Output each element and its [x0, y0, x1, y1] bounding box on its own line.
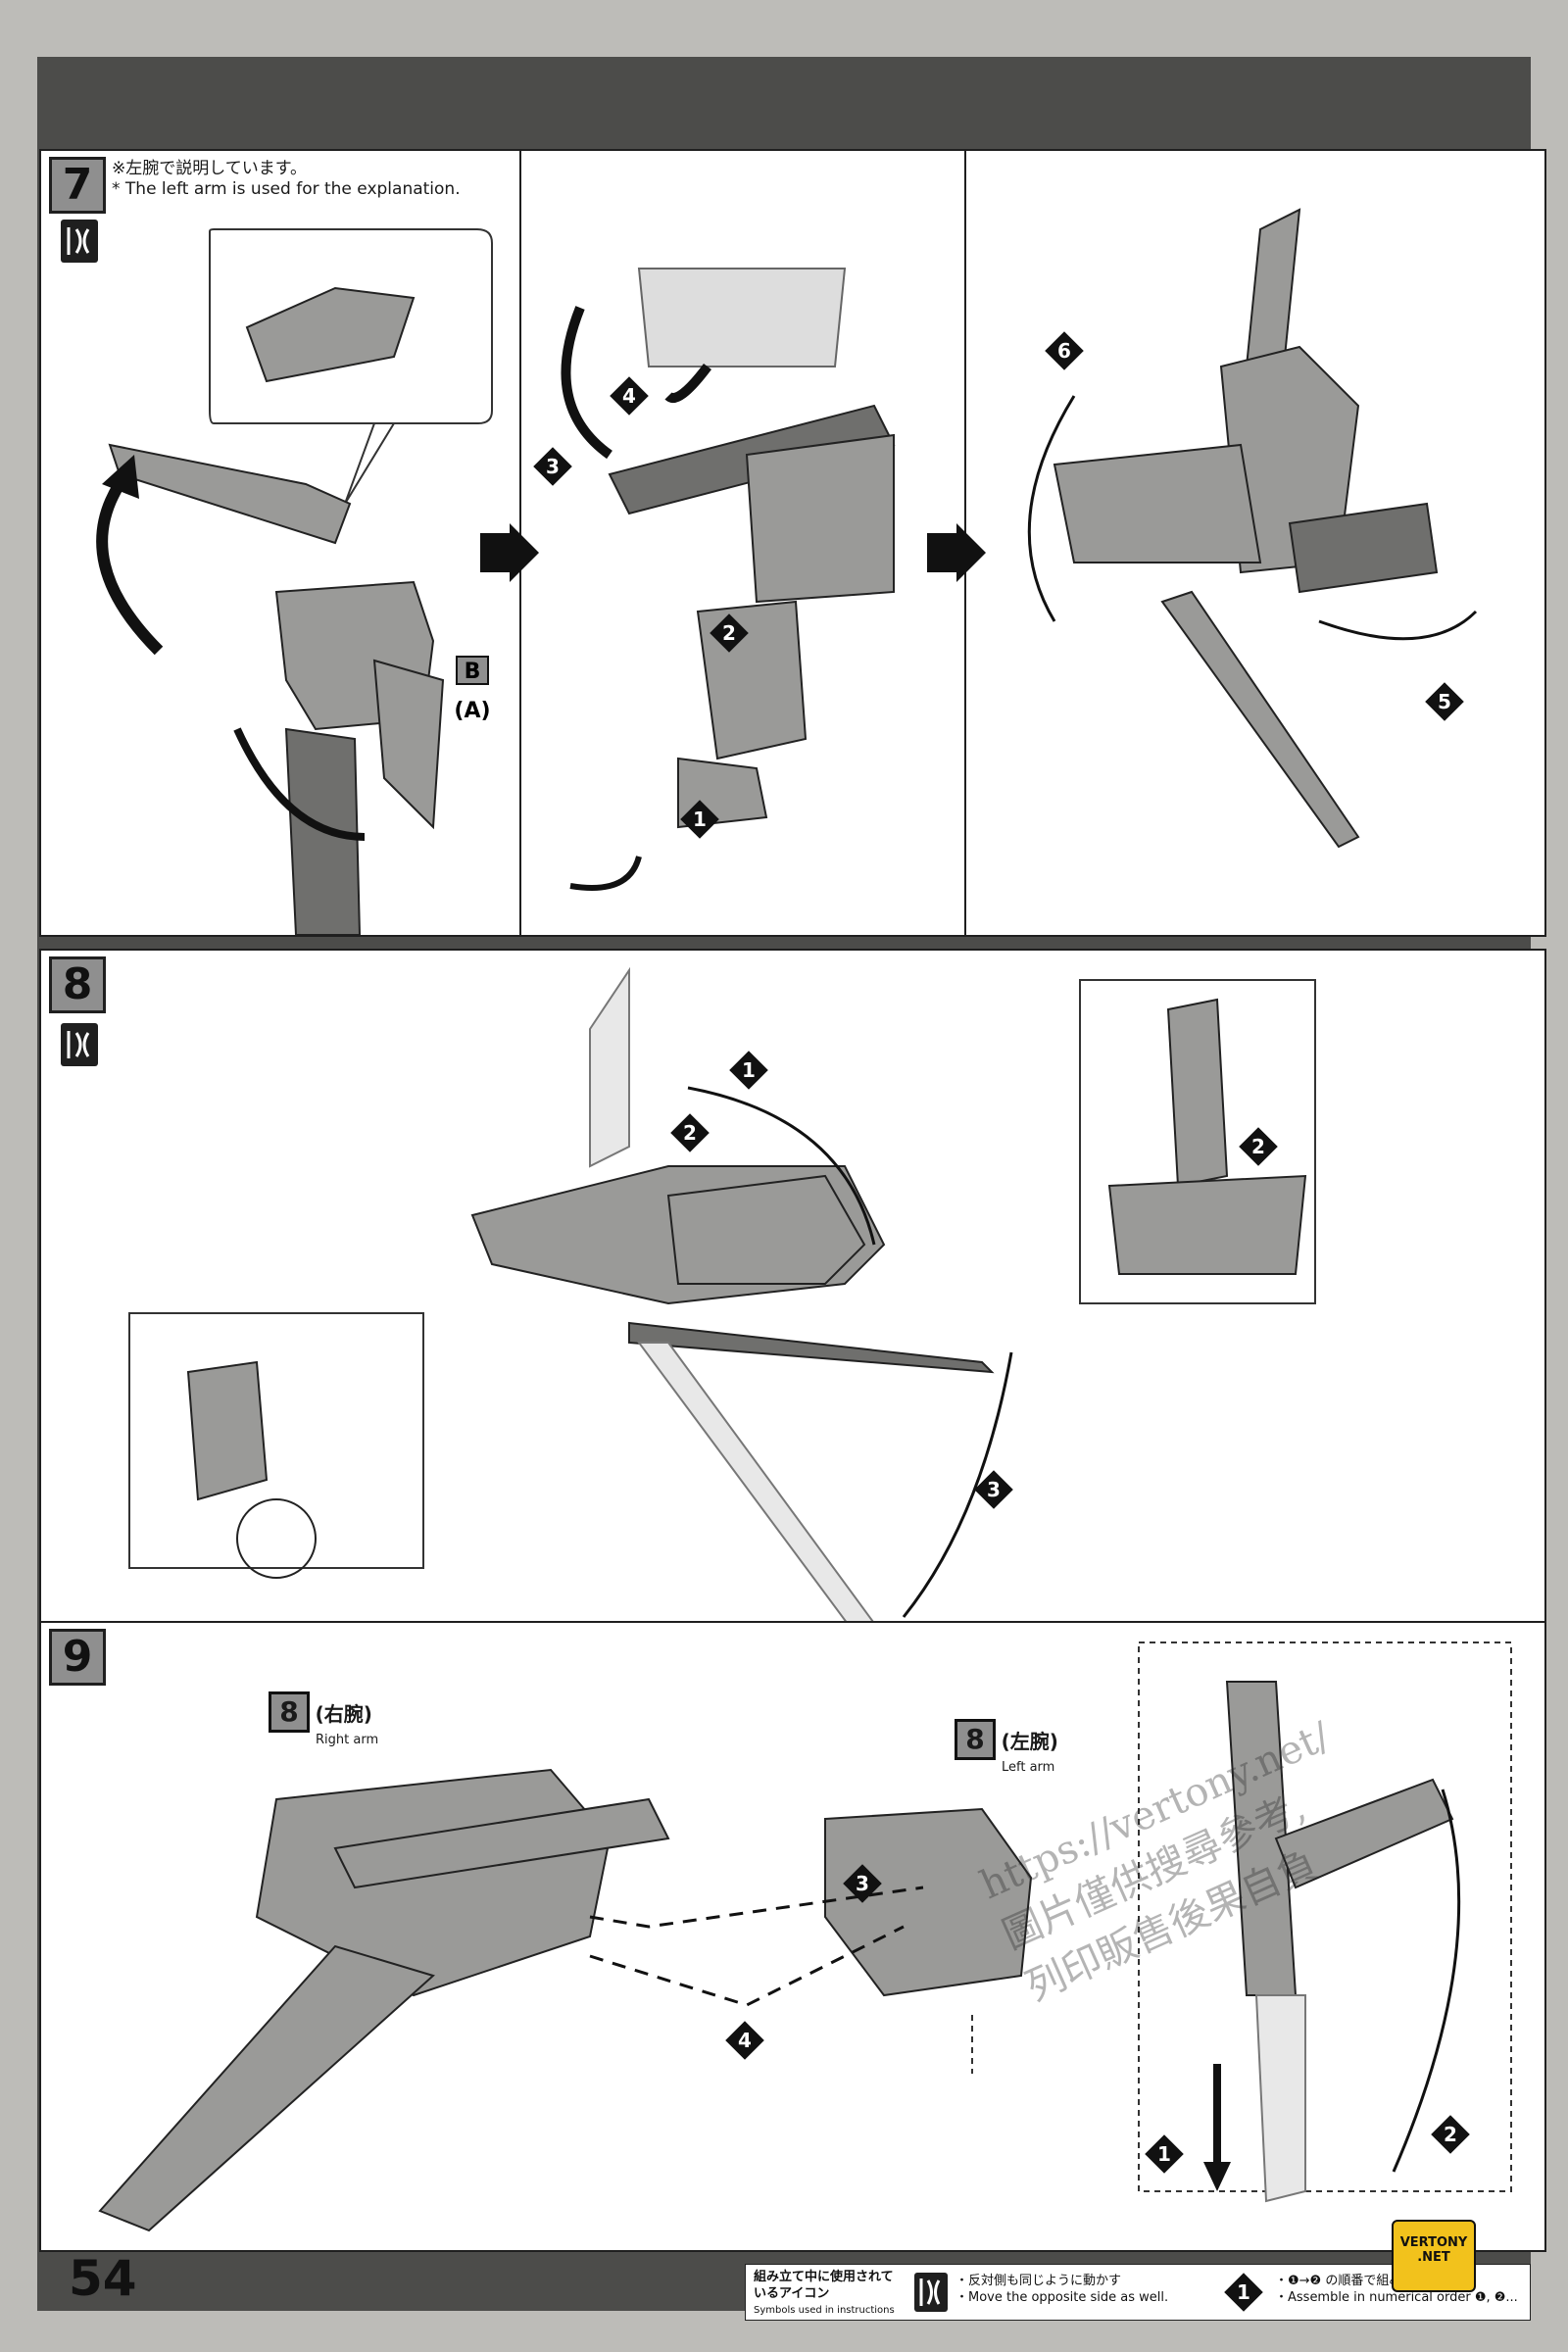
svg-text:2: 2 [1444, 2123, 1457, 2146]
order-mark-3: 3 [531, 445, 574, 488]
order-mark-4: 4 [608, 374, 651, 417]
part-number-box: 8 [269, 1691, 310, 1733]
next-arrow-icon [480, 523, 539, 582]
svg-text:2: 2 [1251, 1135, 1265, 1158]
legend-title: 組み立て中に使用されているアイコン Symbols used in instru… [754, 2269, 899, 2319]
order-en: ・Assemble in numerical order ❶, ❷... [1275, 2290, 1518, 2305]
step-note: ※左腕で説明しています。 * The left arm is used for … [112, 159, 461, 200]
svg-text:3: 3 [546, 455, 560, 478]
right-arm-jp: (右腕) [315, 1702, 372, 1726]
left-arm-jp: (左腕) [1001, 1730, 1058, 1753]
arm-extend-illustration [561, 268, 896, 891]
svg-text:6: 6 [1057, 339, 1071, 363]
order-mark-2b: 2 [1237, 1125, 1280, 1168]
svg-text:3: 3 [987, 1478, 1001, 1501]
step-number: 9 [49, 1629, 106, 1686]
joint-label-b: B [465, 660, 481, 684]
svg-text:2: 2 [683, 1121, 697, 1145]
note-jp: ※左腕で説明しています。 [112, 159, 308, 178]
next-arrow-icon [927, 523, 986, 582]
svg-text:2: 2 [722, 621, 736, 645]
step-9-panel: 9 8 (右腕) Right arm 8 (左腕) Left arm 3 4 1… [39, 1621, 1546, 2252]
arm-join-illustration [98, 1642, 1512, 2232]
order-mark-3: 3 [841, 1862, 884, 1905]
left-arm-en: Left arm [1002, 1760, 1055, 1775]
mirror-icon [61, 1023, 98, 1066]
svg-text:4: 4 [738, 2029, 752, 2052]
arm-rotation-illustration: B (A) [96, 228, 493, 935]
note-en: * The left arm is used for the explanati… [112, 179, 461, 199]
step-number: 8 [49, 956, 106, 1013]
mirror-jp: ・反対側も同じように動かす [956, 2274, 1122, 2288]
svg-text:3: 3 [856, 1872, 869, 1895]
logo-line-2: .NET [1417, 2250, 1450, 2265]
page-number: 54 [69, 2250, 137, 2307]
mirror-icon [61, 220, 98, 263]
order-mark-2: 2 [708, 612, 751, 655]
shield-fold-illustration [128, 966, 1316, 1623]
mirror-icon [914, 2273, 948, 2312]
mirror-en: ・Move the opposite side as well. [956, 2290, 1169, 2305]
left-arm-label: 8 (左腕) Left arm [955, 1719, 1058, 1775]
order-mark-5: 5 [1423, 680, 1466, 723]
step-8-panel: 8 1 2 2 3 [39, 949, 1546, 1625]
svg-text:1: 1 [1237, 2280, 1250, 2304]
legend-title-en: Symbols used in instructions [754, 2305, 895, 2316]
step-number: 7 [49, 157, 106, 214]
arm-fold-illustration [1027, 208, 1478, 849]
svg-text:1: 1 [693, 808, 707, 831]
legend-title-jp: 組み立て中に使用されているアイコン [754, 2270, 894, 2301]
logo-line-1: VERTONY [1399, 2235, 1468, 2250]
right-arm-en: Right arm [316, 1733, 379, 1747]
step-7-panel: 7 ※左腕で説明しています。 * The left arm is used fo… [39, 149, 1546, 937]
vertony-logo: VERTONY .NET [1392, 2220, 1476, 2292]
joint-label-a: (A) [454, 699, 490, 723]
svg-text:4: 4 [622, 384, 636, 408]
order-mark-1: 1 [727, 1049, 770, 1092]
order-mark-2: 2 [668, 1111, 711, 1154]
order-mark-1: 1 [678, 798, 721, 841]
svg-text:1: 1 [1157, 2142, 1171, 2166]
order-mark-1: 1 [1143, 2132, 1186, 2176]
order-mark-3: 3 [972, 1468, 1015, 1511]
right-arm-label: 8 (右腕) Right arm [269, 1691, 378, 1747]
part-number-box: 8 [955, 1719, 996, 1760]
order-mark-2: 2 [1429, 2113, 1472, 2156]
order-icon: 1 [1222, 2271, 1265, 2314]
svg-text:1: 1 [742, 1058, 756, 1082]
order-mark-4: 4 [723, 2019, 766, 2062]
mirror-legend: ・反対側も同じように動かす ・Move the opposite side as… [956, 2273, 1168, 2306]
order-mark-6: 6 [1043, 329, 1086, 372]
icon-legend: 組み立て中に使用されているアイコン Symbols used in instru… [745, 2264, 1531, 2321]
svg-text:5: 5 [1438, 690, 1451, 713]
